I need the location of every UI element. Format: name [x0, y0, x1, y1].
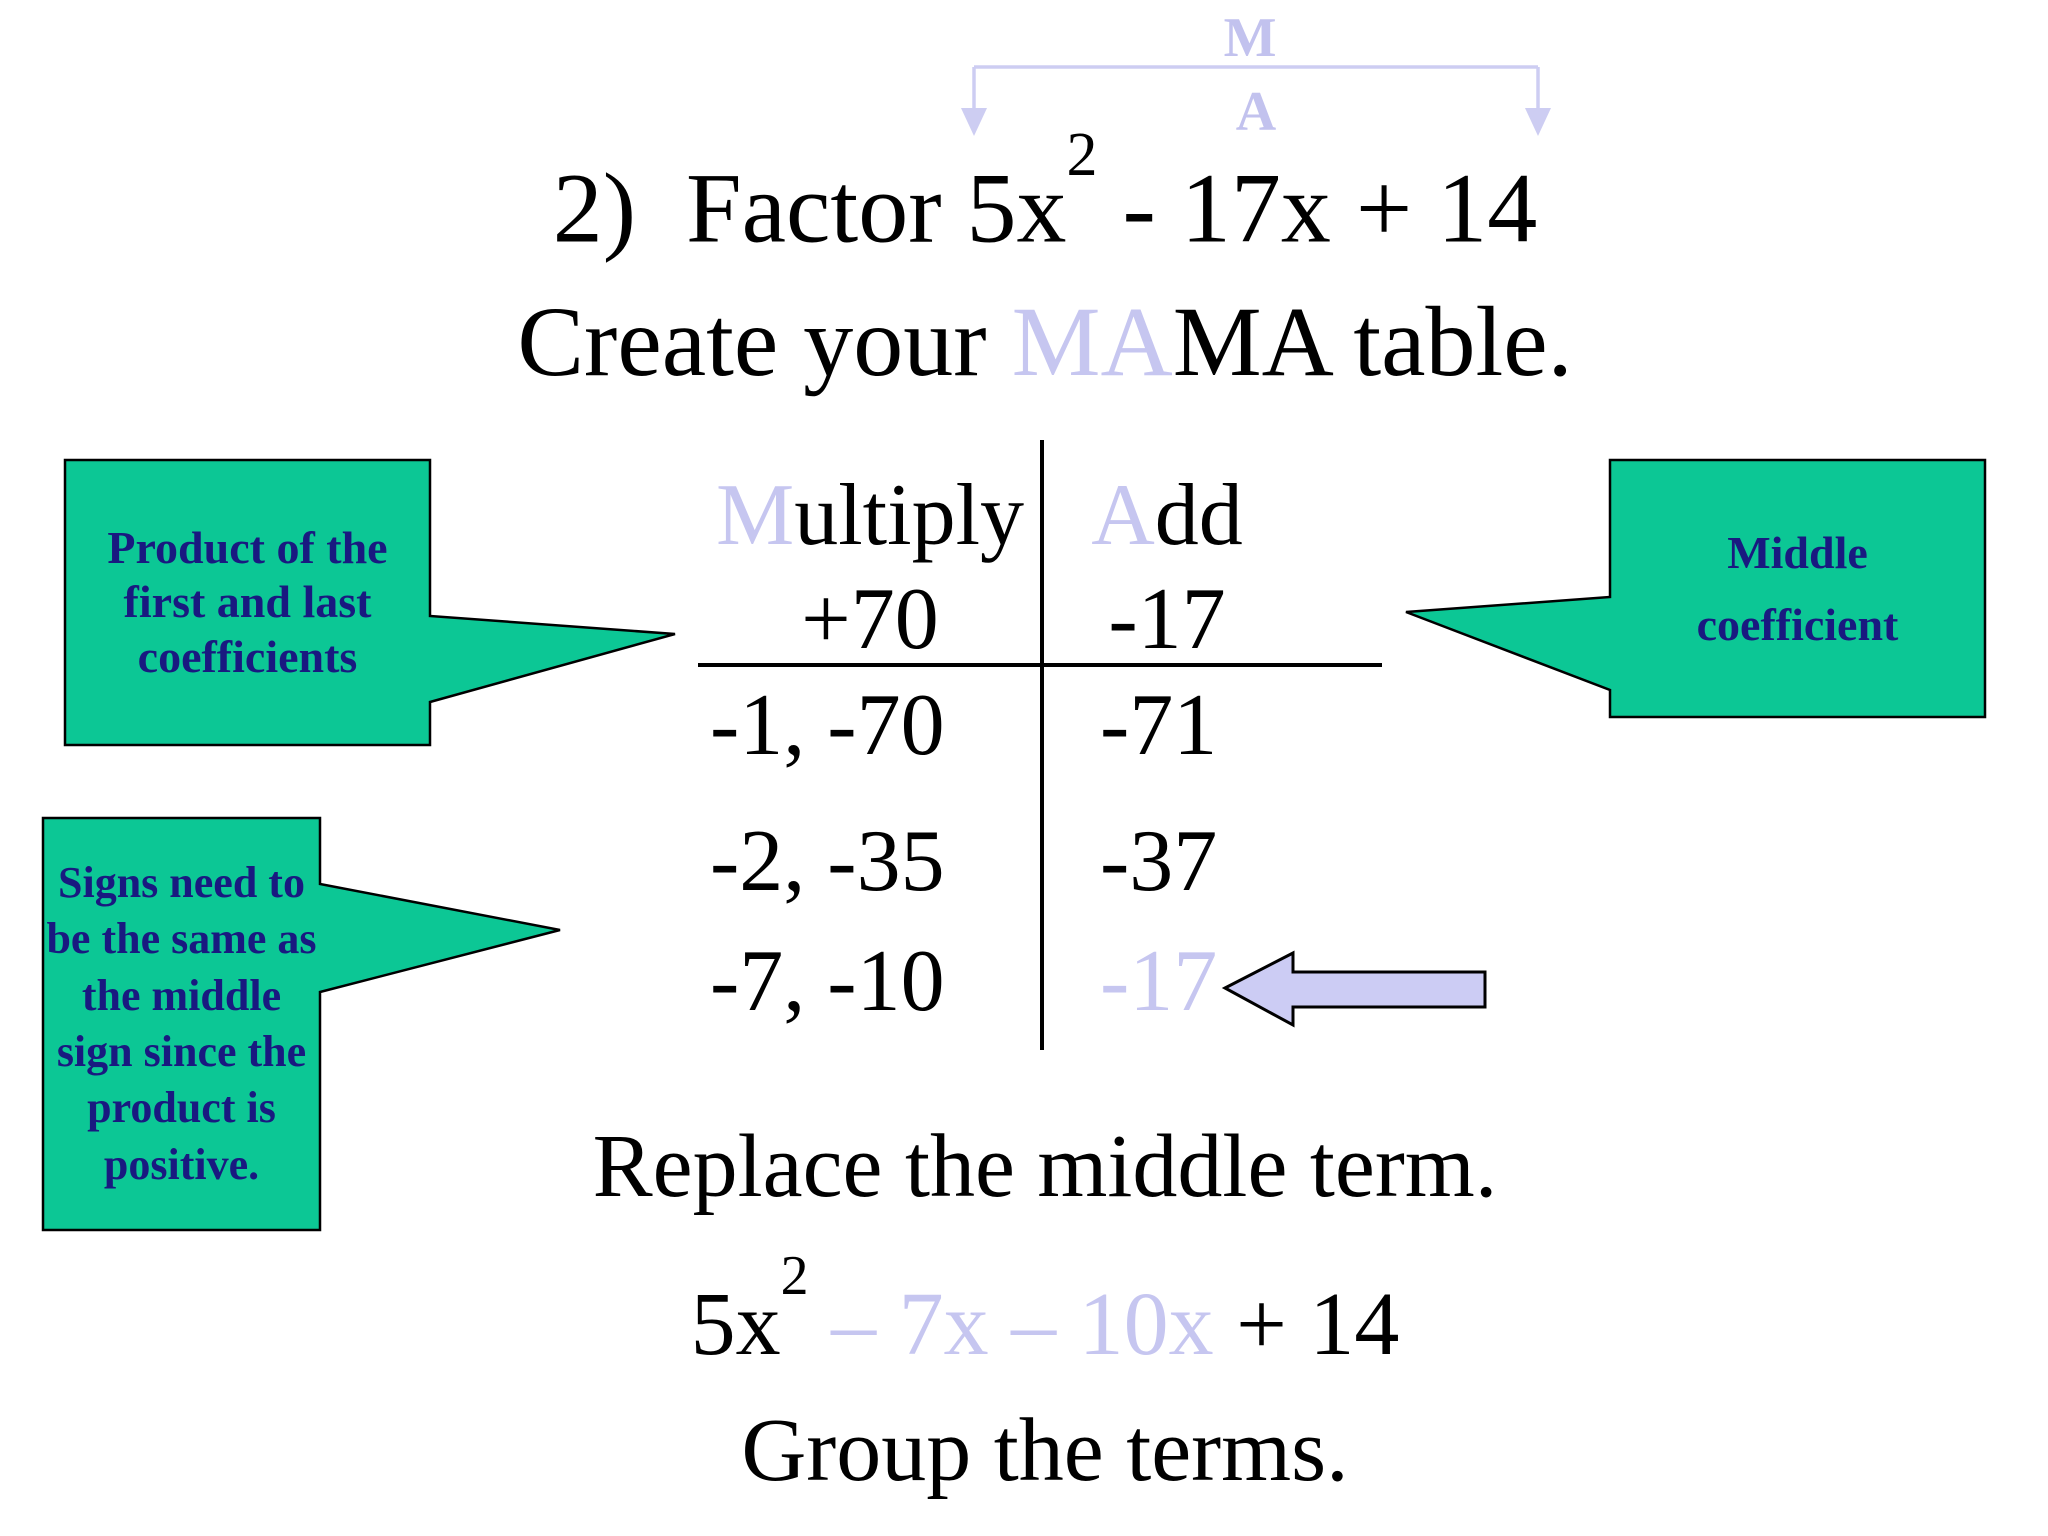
callout-middle: Middle coefficient [1610, 460, 1985, 717]
equation-base: 5x [690, 1275, 781, 1374]
bracket-letter-a: A [1235, 81, 1277, 143]
equation-end: + 14 [1236, 1275, 1400, 1374]
multiply-initial: M [715, 467, 795, 564]
callout-product-line: first and last [123, 576, 372, 628]
title-line-1-text: 2) Factor 5x [552, 152, 1067, 264]
multiply-target-value: +70 [801, 571, 939, 668]
title-line-1-tail: - 17x + 14 [1097, 152, 1538, 264]
replace-middle-term-line: Replace the middle term. [592, 1117, 1498, 1216]
left-block-arrow-icon [1221, 950, 1487, 1028]
add-rest: dd [1154, 467, 1243, 564]
callout-signs-line: be the same as [46, 914, 317, 964]
callout-middle-line: coefficient [1696, 598, 1899, 650]
title-line-1: 2) Factor 5x2 - 17x + 14 [21, 124, 2048, 258]
callout-product-line: coefficients [137, 630, 358, 682]
callout-signs-line: product is [87, 1083, 276, 1133]
callout-signs-line: Signs need to [58, 858, 305, 908]
table-row-3-factors: -7, -10 [710, 933, 945, 1030]
callout-product: Product of the first and last coefficien… [65, 460, 430, 745]
title-line-2-pre: Create your [517, 286, 1012, 397]
callout-signs-line: positive. [103, 1139, 260, 1189]
multiply-rest: ultiply [794, 467, 1025, 564]
callout-signs: Signs need to be the same as the middle … [43, 818, 320, 1230]
table-row-1-factors: -1, -70 [710, 677, 945, 774]
table-header-multiply: Multiply [698, 472, 1042, 560]
callout-signs-line: sign since the [56, 1027, 307, 1076]
add-initial: A [1091, 467, 1155, 564]
callout-signs-line: the middle [81, 970, 282, 1020]
callout-product-line: Product of the [107, 522, 388, 574]
title-line-2-post: MA table. [1172, 286, 1573, 397]
bracket-letter-m: M [1223, 7, 1277, 69]
callout-middle-line: Middle [1727, 527, 1868, 579]
table-row-2-factors: -2, -35 [710, 813, 945, 910]
callout-signs-shape [41, 816, 561, 1232]
add-target-value: -17 [1108, 571, 1226, 668]
group-terms-line: Group the terms. [741, 1401, 1349, 1500]
bracket-right-down-arrow-icon [1525, 108, 1551, 136]
title-line-2-ma-highlight: MA [1011, 286, 1173, 397]
title-line-2: Create your MAMA table. [21, 292, 2048, 392]
table-row-3-sum-highlighted: -17 [1100, 933, 1218, 1030]
bracket-left-down-arrow-icon [961, 108, 987, 136]
title-exponent: 2 [1066, 120, 1098, 189]
equation-replaced-terms-highlight: – 7x – 10x [808, 1275, 1237, 1374]
callout-product-shape [63, 458, 676, 747]
table-header-add: Add [1042, 472, 1292, 560]
callout-middle-shape [1405, 458, 1987, 719]
equation-exponent: 2 [780, 1244, 809, 1307]
table-row-1-sum: -71 [1100, 677, 1218, 774]
table-row-2-sum: -37 [1100, 813, 1218, 910]
equation-line: 5x2 – 7x – 10x + 14 [21, 1248, 2048, 1370]
